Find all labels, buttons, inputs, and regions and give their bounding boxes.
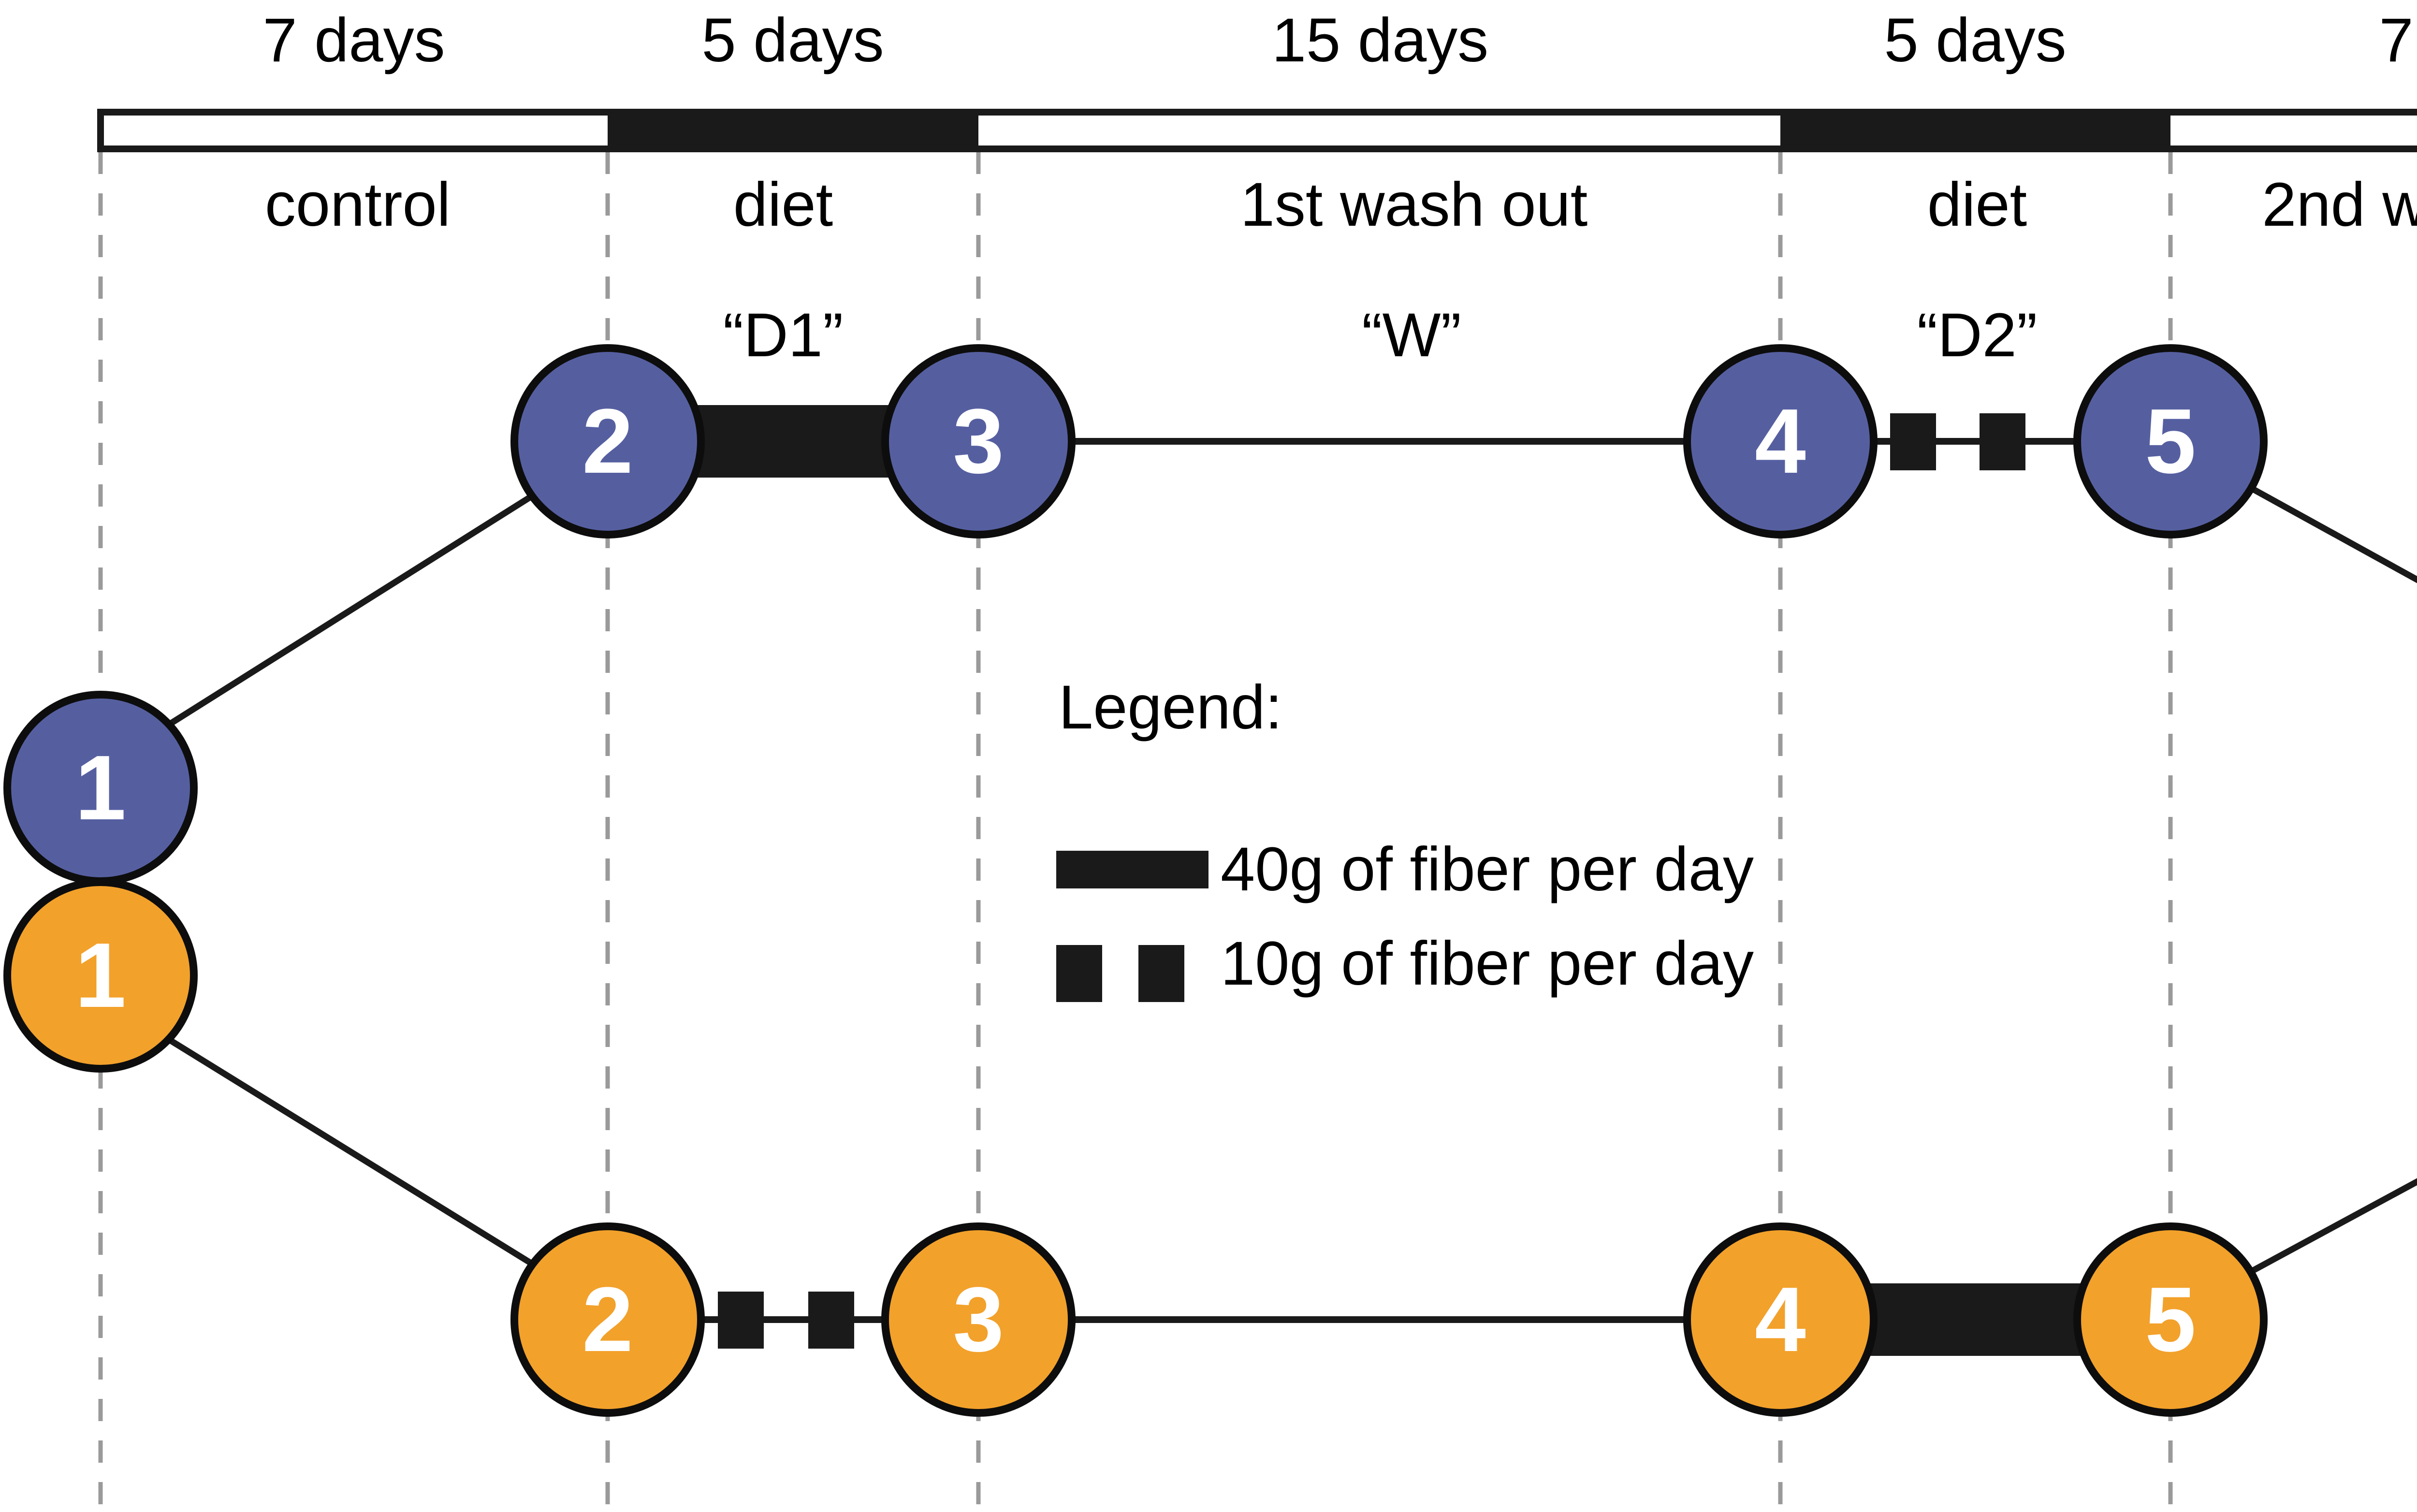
duration-label-1: 7 days — [262, 6, 445, 75]
orange-square-10g-b — [808, 1292, 854, 1349]
blue-arm-links — [143, 438, 2417, 742]
orange-nodes — [3, 878, 2268, 1417]
node-blue-4 — [1683, 344, 1878, 538]
node-orange-1 — [3, 878, 198, 1073]
legend-label-10g: 10g of fiber per day — [1221, 929, 1754, 998]
duration-label-3: 15 days — [1271, 6, 1489, 75]
timeline-bar — [97, 109, 2417, 152]
phase-code-d1: “D1” — [723, 301, 844, 370]
orange-arm-links — [143, 1022, 2417, 1323]
blue-link-1-2 — [143, 478, 558, 742]
blue-nodes — [3, 344, 2268, 885]
node-orange-3 — [881, 1222, 1076, 1417]
duration-label-4: 5 days — [1884, 6, 2067, 75]
legend-swatch-40g — [1056, 851, 1208, 888]
node-blue-5 — [2073, 344, 2268, 538]
phase-label-diet-1: diet — [733, 170, 833, 239]
legend-label-40g: 40g of fiber per day — [1221, 835, 1754, 904]
blue-square-10g-b — [1980, 413, 2025, 470]
legend-title: Legend: — [1059, 673, 1282, 742]
phase-label-diet-2: diet — [1927, 170, 2027, 239]
timeline-segment-diet-2 — [1780, 112, 2170, 149]
phase-code-d2: “D2” — [1917, 301, 2038, 370]
legend-swatch-10g-a — [1056, 945, 1102, 1002]
phase-label-washout-1: 1st wash out — [1240, 170, 1588, 239]
phase-code-w: “W” — [1361, 301, 1462, 370]
timeline-segment-diet-1 — [608, 112, 978, 149]
node-blue-1 — [3, 691, 198, 885]
orange-square-10g-a — [718, 1292, 764, 1349]
node-orange-5 — [2073, 1222, 2268, 1417]
orange-link-5-6 — [2236, 1178, 2417, 1281]
orange-link-1-2 — [143, 1022, 558, 1281]
legend-swatch-10g-b — [1138, 945, 1184, 1002]
phase-label-control: control — [264, 170, 451, 239]
duration-label-2: 5 days — [701, 6, 884, 75]
blue-link-5-6 — [2236, 478, 2417, 583]
phase-label-washout-2: 2nd wash out — [2262, 170, 2417, 239]
node-orange-4 — [1683, 1222, 1878, 1417]
node-blue-2 — [510, 344, 705, 538]
node-orange-2 — [510, 1222, 705, 1417]
blue-square-10g-a — [1890, 413, 1936, 470]
duration-label-5: 7 days — [2379, 6, 2417, 75]
node-blue-3 — [881, 344, 1076, 538]
blue-bar-40g-2-3 — [672, 405, 918, 478]
